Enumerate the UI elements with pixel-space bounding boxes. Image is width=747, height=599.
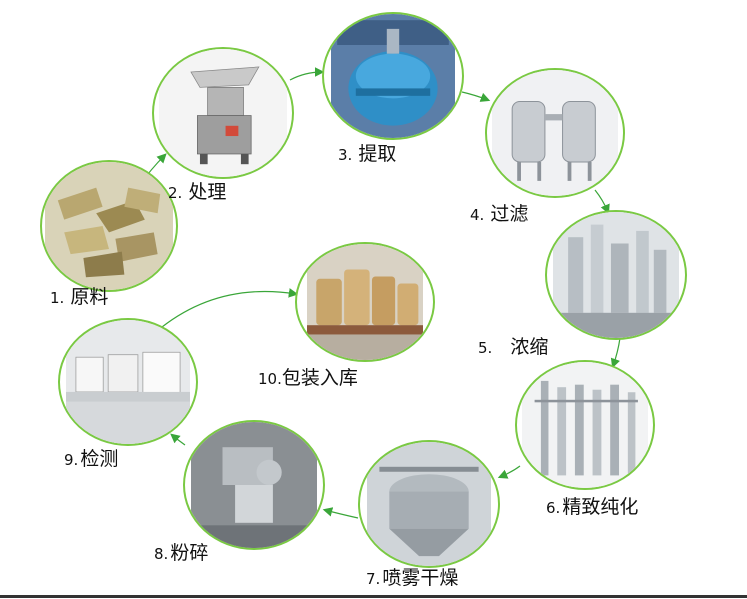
arrow-6-7 [497, 465, 521, 479]
stage-10-label: 10.包装入库 [258, 363, 358, 390]
stage-4-text: 过滤 [490, 203, 529, 225]
stage-7-number: 7. [366, 570, 381, 588]
stage-5-text: 浓缩 [510, 336, 549, 358]
stage-7-label: 7.喷雾干燥 [366, 563, 458, 590]
stage-2-number: 2. [168, 184, 183, 202]
arrow-4-5 [594, 189, 610, 215]
arrow-8-9 [170, 433, 186, 446]
stage-2-image [152, 47, 294, 179]
extraction-tank-icon [331, 14, 455, 138]
stage-3-number: 3. [338, 146, 353, 164]
pulverizer-icon [191, 422, 317, 548]
stage-5-number: 5. [478, 339, 493, 357]
arrow-9-10 [161, 288, 299, 328]
grinder-machine-icon [159, 49, 287, 177]
purification-columns-icon [522, 362, 648, 488]
stage-1-image [40, 160, 178, 292]
stage-5-label: 5. 浓缩 [478, 332, 548, 359]
stage-6-label: 6.精致纯化 [546, 492, 638, 519]
stage-2-label: 2. 处理 [168, 177, 226, 204]
stage-9-number: 9. [64, 451, 79, 469]
stage-2-text: 处理 [188, 181, 227, 203]
arrow-3-4 [461, 91, 491, 102]
stage-8-label: 8.粉碎 [154, 538, 208, 565]
arrow-5-6 [610, 337, 621, 369]
stage-3-label: 3. 提取 [338, 139, 396, 166]
arrow-7-8 [322, 507, 359, 519]
stage-6-image [515, 360, 655, 490]
bottom-border [0, 595, 747, 598]
spray-dryer-icon [367, 442, 491, 566]
stage-9-image [58, 318, 198, 446]
filter-housing-icon [492, 70, 618, 196]
stage-5-image [545, 210, 687, 340]
stage-4-image [485, 68, 625, 198]
stage-7-text: 喷雾干燥 [382, 567, 459, 589]
stage-6-text: 精致纯化 [562, 496, 639, 518]
stage-3-text: 提取 [358, 143, 397, 165]
stage-8-number: 8. [154, 545, 169, 563]
stage-9-text: 检测 [80, 448, 119, 470]
herb-slices-icon [45, 162, 173, 290]
evaporator-icon [553, 212, 679, 338]
stage-1-number: 1. [50, 289, 65, 307]
lab-instruments-icon [66, 320, 190, 444]
stage-3-image [322, 12, 464, 140]
stage-7-image [358, 440, 500, 568]
stage-10-text: 包装入库 [281, 367, 358, 389]
arrow-2-3 [289, 67, 325, 81]
storage-drums-icon [307, 244, 423, 360]
stage-8-text: 粉碎 [170, 542, 209, 564]
stage-1-label: 1. 原料 [50, 282, 108, 309]
stage-10-number: 10. [258, 370, 282, 388]
stage-6-number: 6. [546, 499, 561, 517]
stage-4-number: 4. [470, 206, 485, 224]
stage-10-image [295, 242, 435, 362]
stage-1-text: 原料 [70, 286, 109, 308]
stage-9-label: 9.检测 [64, 444, 118, 471]
stage-8-image [183, 420, 325, 550]
stage-4-label: 4. 过滤 [470, 199, 528, 226]
